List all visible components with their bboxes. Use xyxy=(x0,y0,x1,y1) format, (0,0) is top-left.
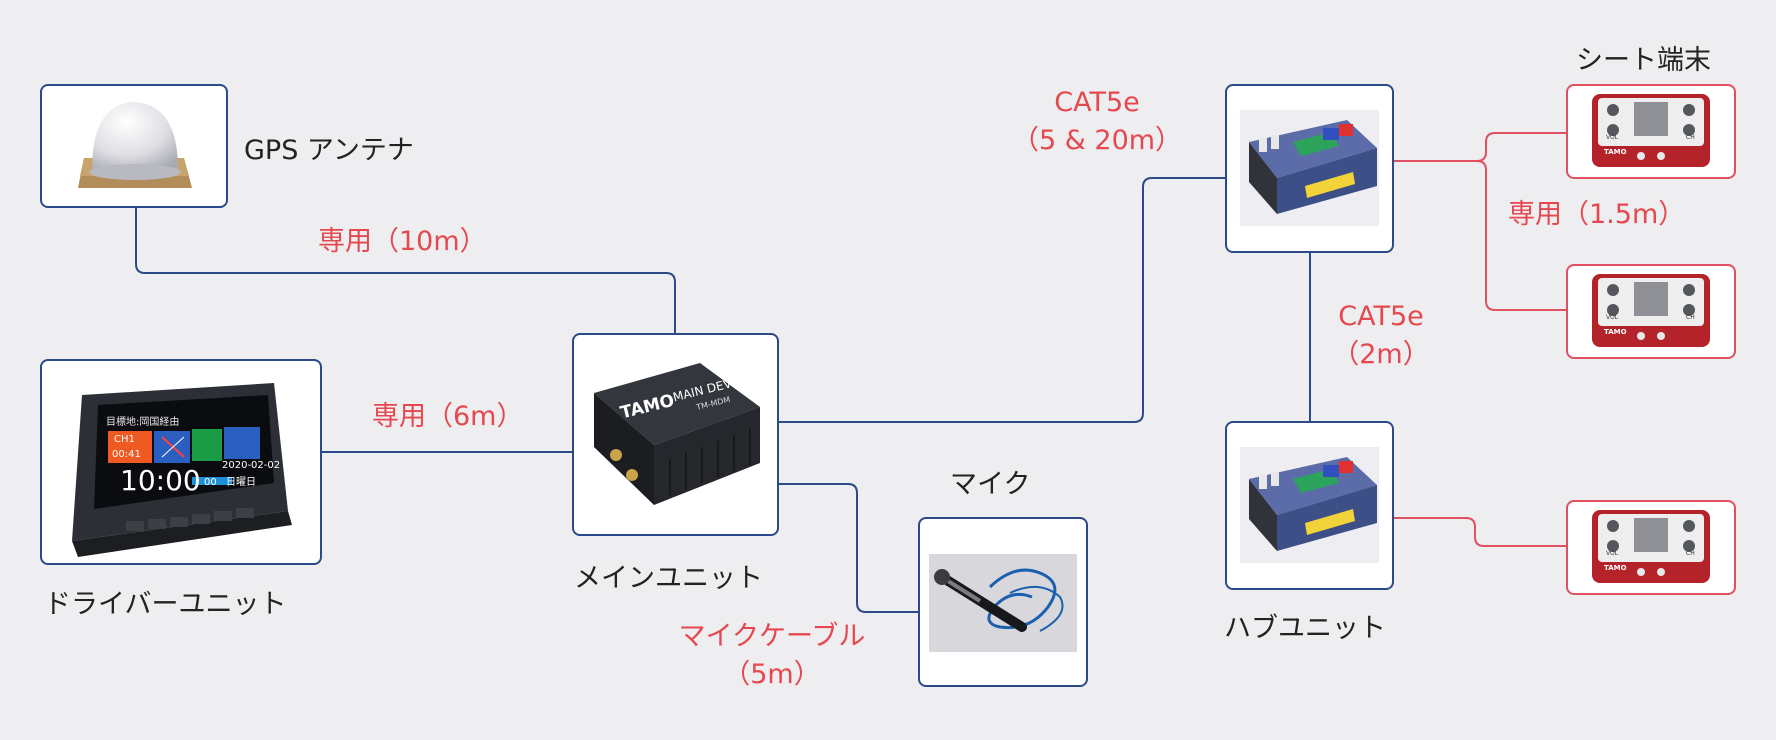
seat-terminal-image-1 xyxy=(1592,94,1710,167)
driver-screen-date: 2020-02-02 xyxy=(222,460,281,471)
driver-screen-title: 目標地:岡国経由 xyxy=(106,417,180,428)
seat-terminal-2-brand: TAMO xyxy=(1604,328,1627,336)
seat-terminal-2-vol: VOL xyxy=(1606,314,1619,321)
mic-image xyxy=(929,554,1077,652)
seat-terminal-box-3: VOL CH TAMO xyxy=(1566,500,1736,595)
mic-box xyxy=(918,517,1088,687)
cable-label-cat5e-mid: CAT5e （2m） xyxy=(1316,298,1446,374)
hub-to-seat-line-2 xyxy=(1476,160,1566,311)
seat-terminal-box-2: VOL CH TAMO xyxy=(1566,264,1736,359)
hub-to-seat-line-1 xyxy=(1394,132,1566,162)
cable-label-gps: 専用（10m） xyxy=(318,226,487,257)
cable-label-cat5e-top-line2: （5 & 20m） xyxy=(1012,125,1183,156)
driver-unit-box: 目標地:岡国経由 CH1 00:41 10:00 00 2020-02-02 日… xyxy=(40,359,322,565)
hub-unit-top-image xyxy=(1240,110,1379,226)
cable-label-cat5e-top-line1: CAT5e xyxy=(1054,87,1140,118)
main-to-hub-top-line xyxy=(779,177,1225,423)
cable-label-mic-line1: マイクケーブル xyxy=(678,621,866,652)
seat-terminal-2-ch: CH xyxy=(1686,314,1695,321)
seat-terminal-3-ch: CH xyxy=(1686,550,1695,557)
driver-unit-label: ドライバーユニット xyxy=(44,589,287,620)
seat-terminal-image-3 xyxy=(1592,510,1710,583)
hub-unit-label: ハブユニット xyxy=(1224,613,1386,644)
seat-terminal-image-2 xyxy=(1592,274,1710,347)
driver-screen-time: 10:00 xyxy=(120,464,201,497)
hub-unit-bottom-image xyxy=(1240,447,1379,563)
cable-label-cat5e-mid-line1: CAT5e xyxy=(1338,301,1424,332)
seat-terminal-box-1: VOL CH TAMO xyxy=(1566,84,1736,179)
hub-unit-top-box xyxy=(1225,84,1394,253)
hub-unit-bottom-box xyxy=(1225,421,1394,590)
main-unit-box: TAMO MAIN DEVICE TM-MDM xyxy=(572,333,779,536)
seat-terminal-3-vol: VOL xyxy=(1606,550,1619,557)
seat-terminal-1-brand: TAMO xyxy=(1604,148,1627,156)
seat-terminal-1-vol: VOL xyxy=(1606,134,1619,141)
driver-screen-weekday: 日曜日 xyxy=(226,477,256,488)
main-unit-image xyxy=(594,363,760,505)
seat-terminal-1-ch: CH xyxy=(1686,134,1695,141)
gps-antenna-box xyxy=(40,84,228,208)
gps-antenna-image xyxy=(78,102,192,188)
driver-screen-seconds: 00 xyxy=(204,477,217,488)
cable-label-mic: マイクケーブル （5m） xyxy=(672,618,872,694)
main-to-mic-line xyxy=(779,483,918,613)
driver-screen-counter: 00:41 xyxy=(112,449,141,460)
seat-terminal-label: シート端末 xyxy=(1576,45,1711,76)
driver-unit-image xyxy=(72,383,292,557)
cable-label-cat5e-mid-line2: （2m） xyxy=(1332,339,1430,370)
mic-label: マイク xyxy=(950,469,1031,500)
cable-label-driver: 専用（6m） xyxy=(372,401,524,432)
seat-terminal-3-brand: TAMO xyxy=(1604,564,1627,572)
gps-to-main-line xyxy=(135,208,676,333)
hub-to-seat-line-3 xyxy=(1394,517,1566,547)
cable-label-cat5e-top: CAT5e （5 & 20m） xyxy=(1012,84,1182,160)
driver-screen-ch: CH1 xyxy=(114,434,135,445)
gps-antenna-label: GPS アンテナ xyxy=(244,135,414,166)
cable-label-mic-line2: （5m） xyxy=(723,659,821,690)
cable-label-seat: 専用（1.5m） xyxy=(1508,199,1686,230)
main-unit-label: メインユニット xyxy=(574,563,763,594)
